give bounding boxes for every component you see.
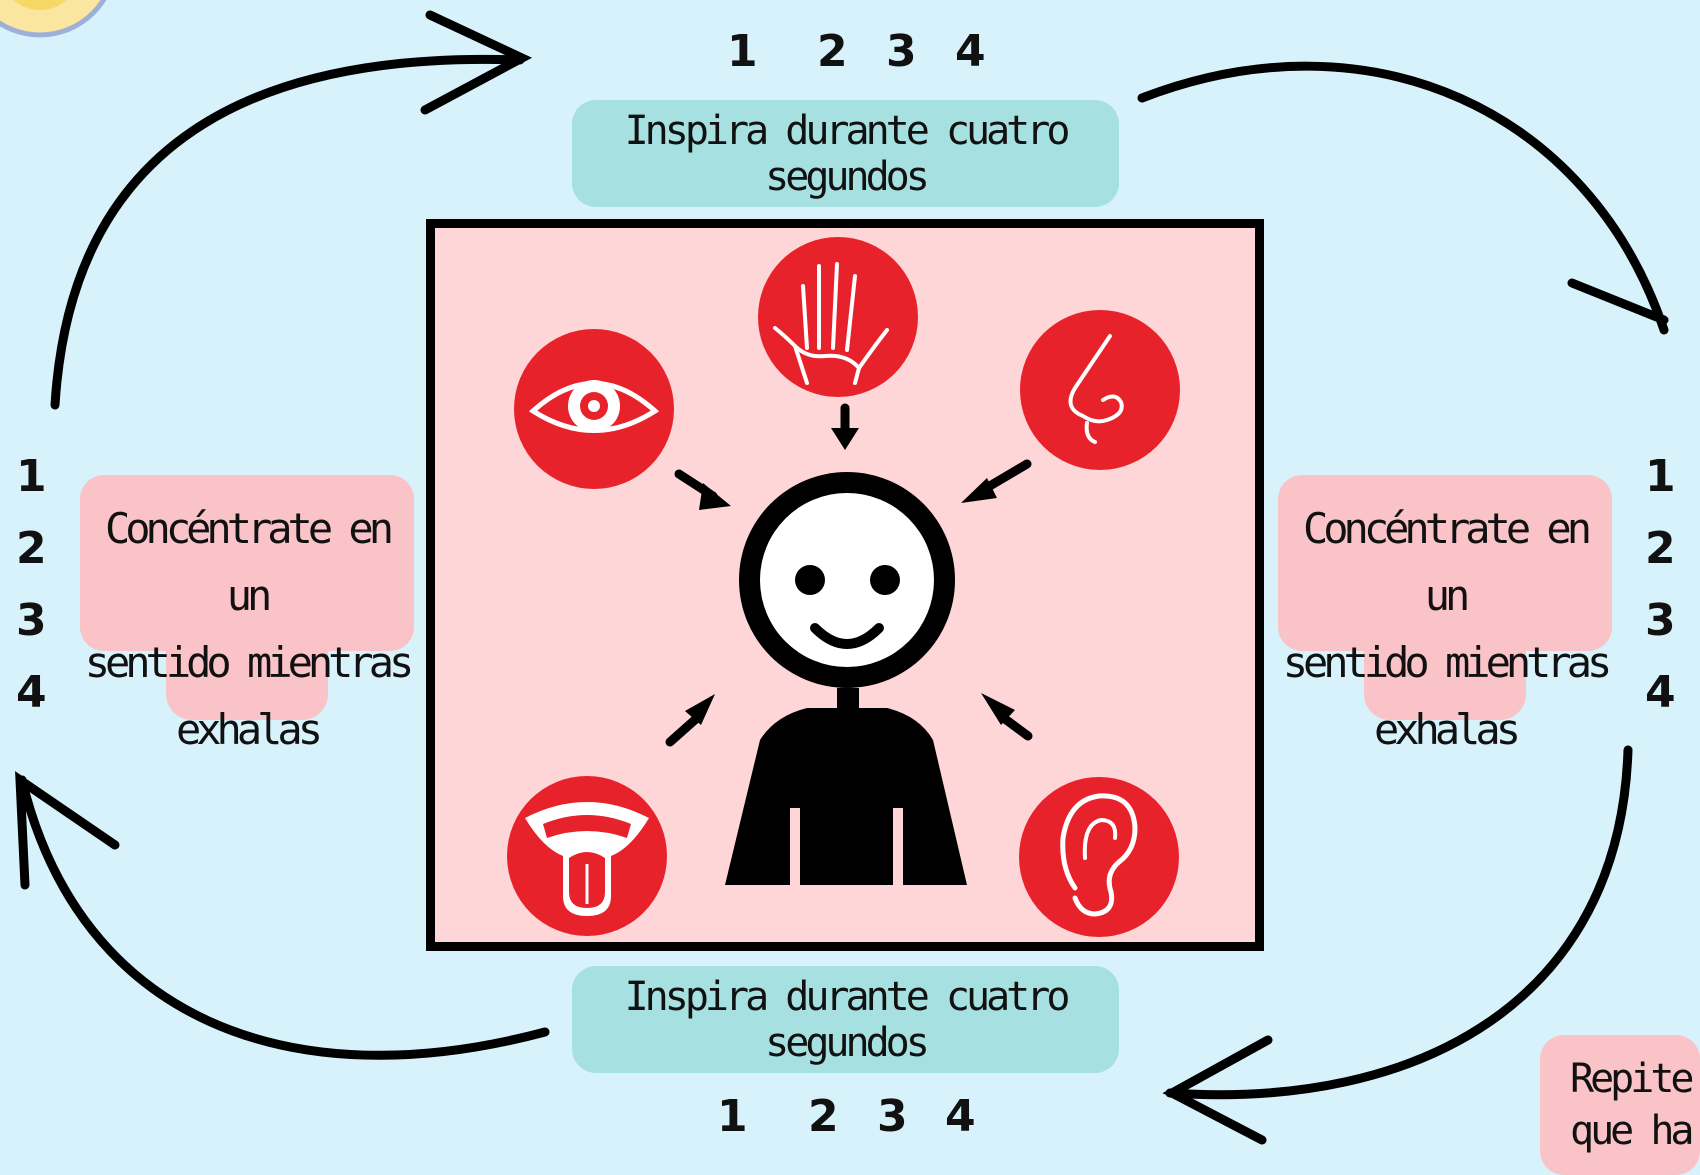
sun-decoration-icon [0,0,107,38]
count-right-2: 2 [1645,523,1676,574]
ear-icon [1019,777,1179,937]
exhale-left-line-1: Concéntrate en un [104,504,394,620]
mouth-tongue-icon [507,776,667,936]
arrow-from-mouth [665,694,715,747]
inhale-box-top: Inspira durante cuatro segundos [572,100,1119,207]
cycle-arrow-bottom-right [1162,745,1633,1145]
exhale-text-right: Concéntrate en un sentido mientras exhal… [1278,495,1613,763]
arrow-from-hand [831,403,859,450]
exhale-right-line-3: exhalas [1373,705,1521,754]
count-left-3: 3 [16,595,47,646]
cycle-arrow-top-left [50,10,533,410]
repeat-line-2: que ha [1570,1108,1695,1154]
count-top-4: 4 [955,26,986,77]
count-right-3: 3 [1645,595,1676,646]
count-right-4: 4 [1645,667,1676,718]
exhale-text-left: Concéntrate en un sentido mientras exhal… [80,495,415,763]
arrow-from-eye [674,469,731,510]
exhale-box-left-tab [166,620,328,720]
cycle-arrow-top-right [1137,61,1669,335]
hand-icon [758,237,918,397]
repeat-note: Repite que ha [1540,1035,1700,1175]
count-left-4: 4 [16,667,47,718]
exhale-box-right-tab [1364,620,1526,720]
person-figure [725,472,967,885]
decor-layer [0,0,1669,1145]
exhale-right-line-2: sentido mientras [1282,638,1613,687]
count-top-3: 3 [886,26,917,77]
senses-panel [426,219,1264,951]
exhale-left-line-3: exhalas [175,705,323,754]
count-left-2: 2 [16,523,47,574]
exhale-right-line-1: Concéntrate en un [1302,504,1592,620]
eye-icon [514,329,674,489]
inhale-box-bottom: Inspira durante cuatro segundos [572,966,1119,1073]
repeat-line-1: Repite [1570,1056,1695,1102]
cycle-arrow-bottom-left [15,771,550,1060]
count-top-2: 2 [817,26,848,77]
inhale-label-bottom: Inspira durante cuatro segundos [624,973,1071,1066]
arrow-from-ear [981,693,1033,741]
arrow-from-nose [961,459,1032,503]
exhale-left-line-2: sentido mientras [84,638,415,687]
count-bottom-4: 4 [945,1091,976,1142]
count-bottom-3: 3 [877,1091,908,1142]
senses-illustration [507,237,1180,937]
count-left-1: 1 [16,451,47,502]
count-top-1: 1 [727,26,758,77]
count-bottom-1: 1 [717,1091,748,1142]
count-right-1: 1 [1645,451,1676,502]
inhale-label-top: Inspira durante cuatro segundos [624,107,1071,200]
nose-icon [1020,310,1180,470]
count-bottom-2: 2 [808,1091,839,1142]
